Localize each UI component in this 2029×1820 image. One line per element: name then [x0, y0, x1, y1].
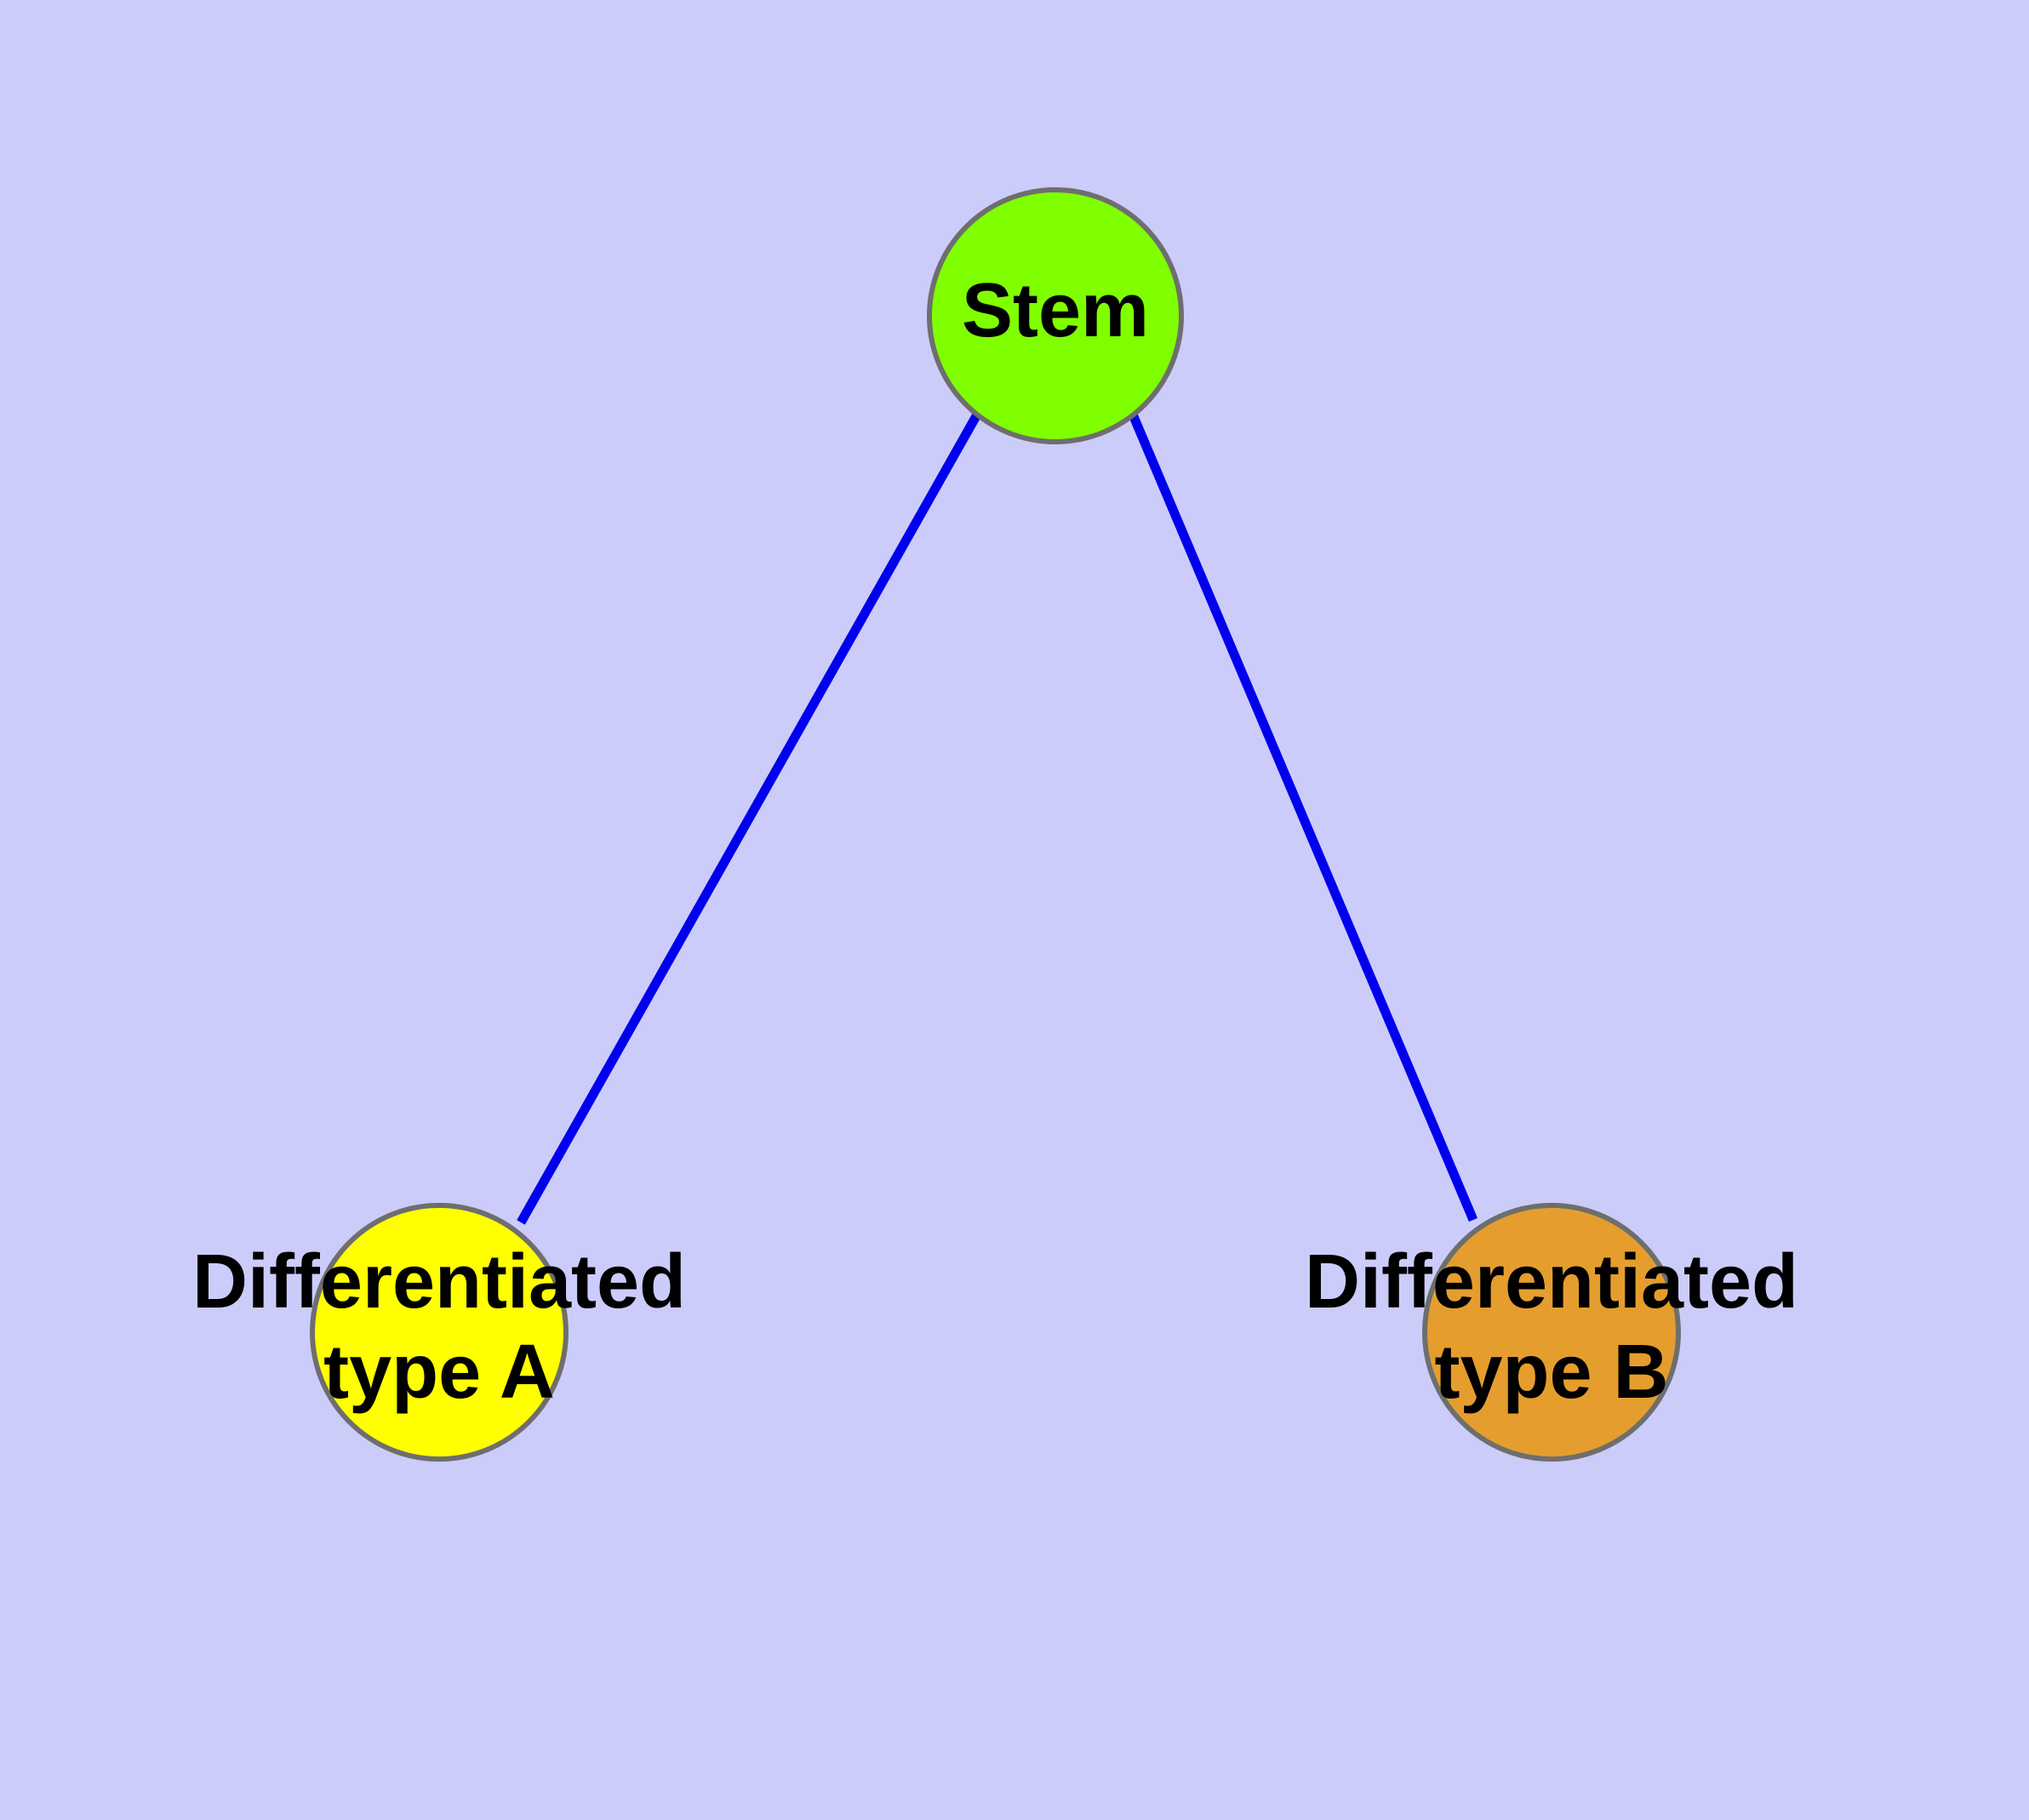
- node-label-line: Differentiated: [192, 1239, 686, 1325]
- node-label-line: type A: [323, 1330, 555, 1415]
- node-differentiated-type-b-circle[interactable]: [1422, 1203, 1681, 1462]
- node-differentiated-type-b[interactable]: [1422, 1203, 1681, 1462]
- edge-stem-to-differentiated-type-b[interactable]: [1128, 412, 1478, 1222]
- node-stem[interactable]: [927, 187, 1184, 444]
- edge-stem-to-differentiated-type-a[interactable]: [517, 412, 981, 1225]
- node-label-line: type B: [1434, 1330, 1668, 1415]
- node-label-line: Differentiated: [1305, 1239, 1798, 1325]
- node-stem-circle[interactable]: [927, 187, 1184, 444]
- node-layer: [310, 187, 1681, 1462]
- edge-layer: [517, 412, 1478, 1225]
- node-differentiated-type-a-circle[interactable]: [310, 1203, 569, 1462]
- node-label-line: Stem: [962, 268, 1149, 353]
- node-label-stem: Stem: [962, 268, 1149, 353]
- node-differentiated-type-a[interactable]: [310, 1203, 569, 1462]
